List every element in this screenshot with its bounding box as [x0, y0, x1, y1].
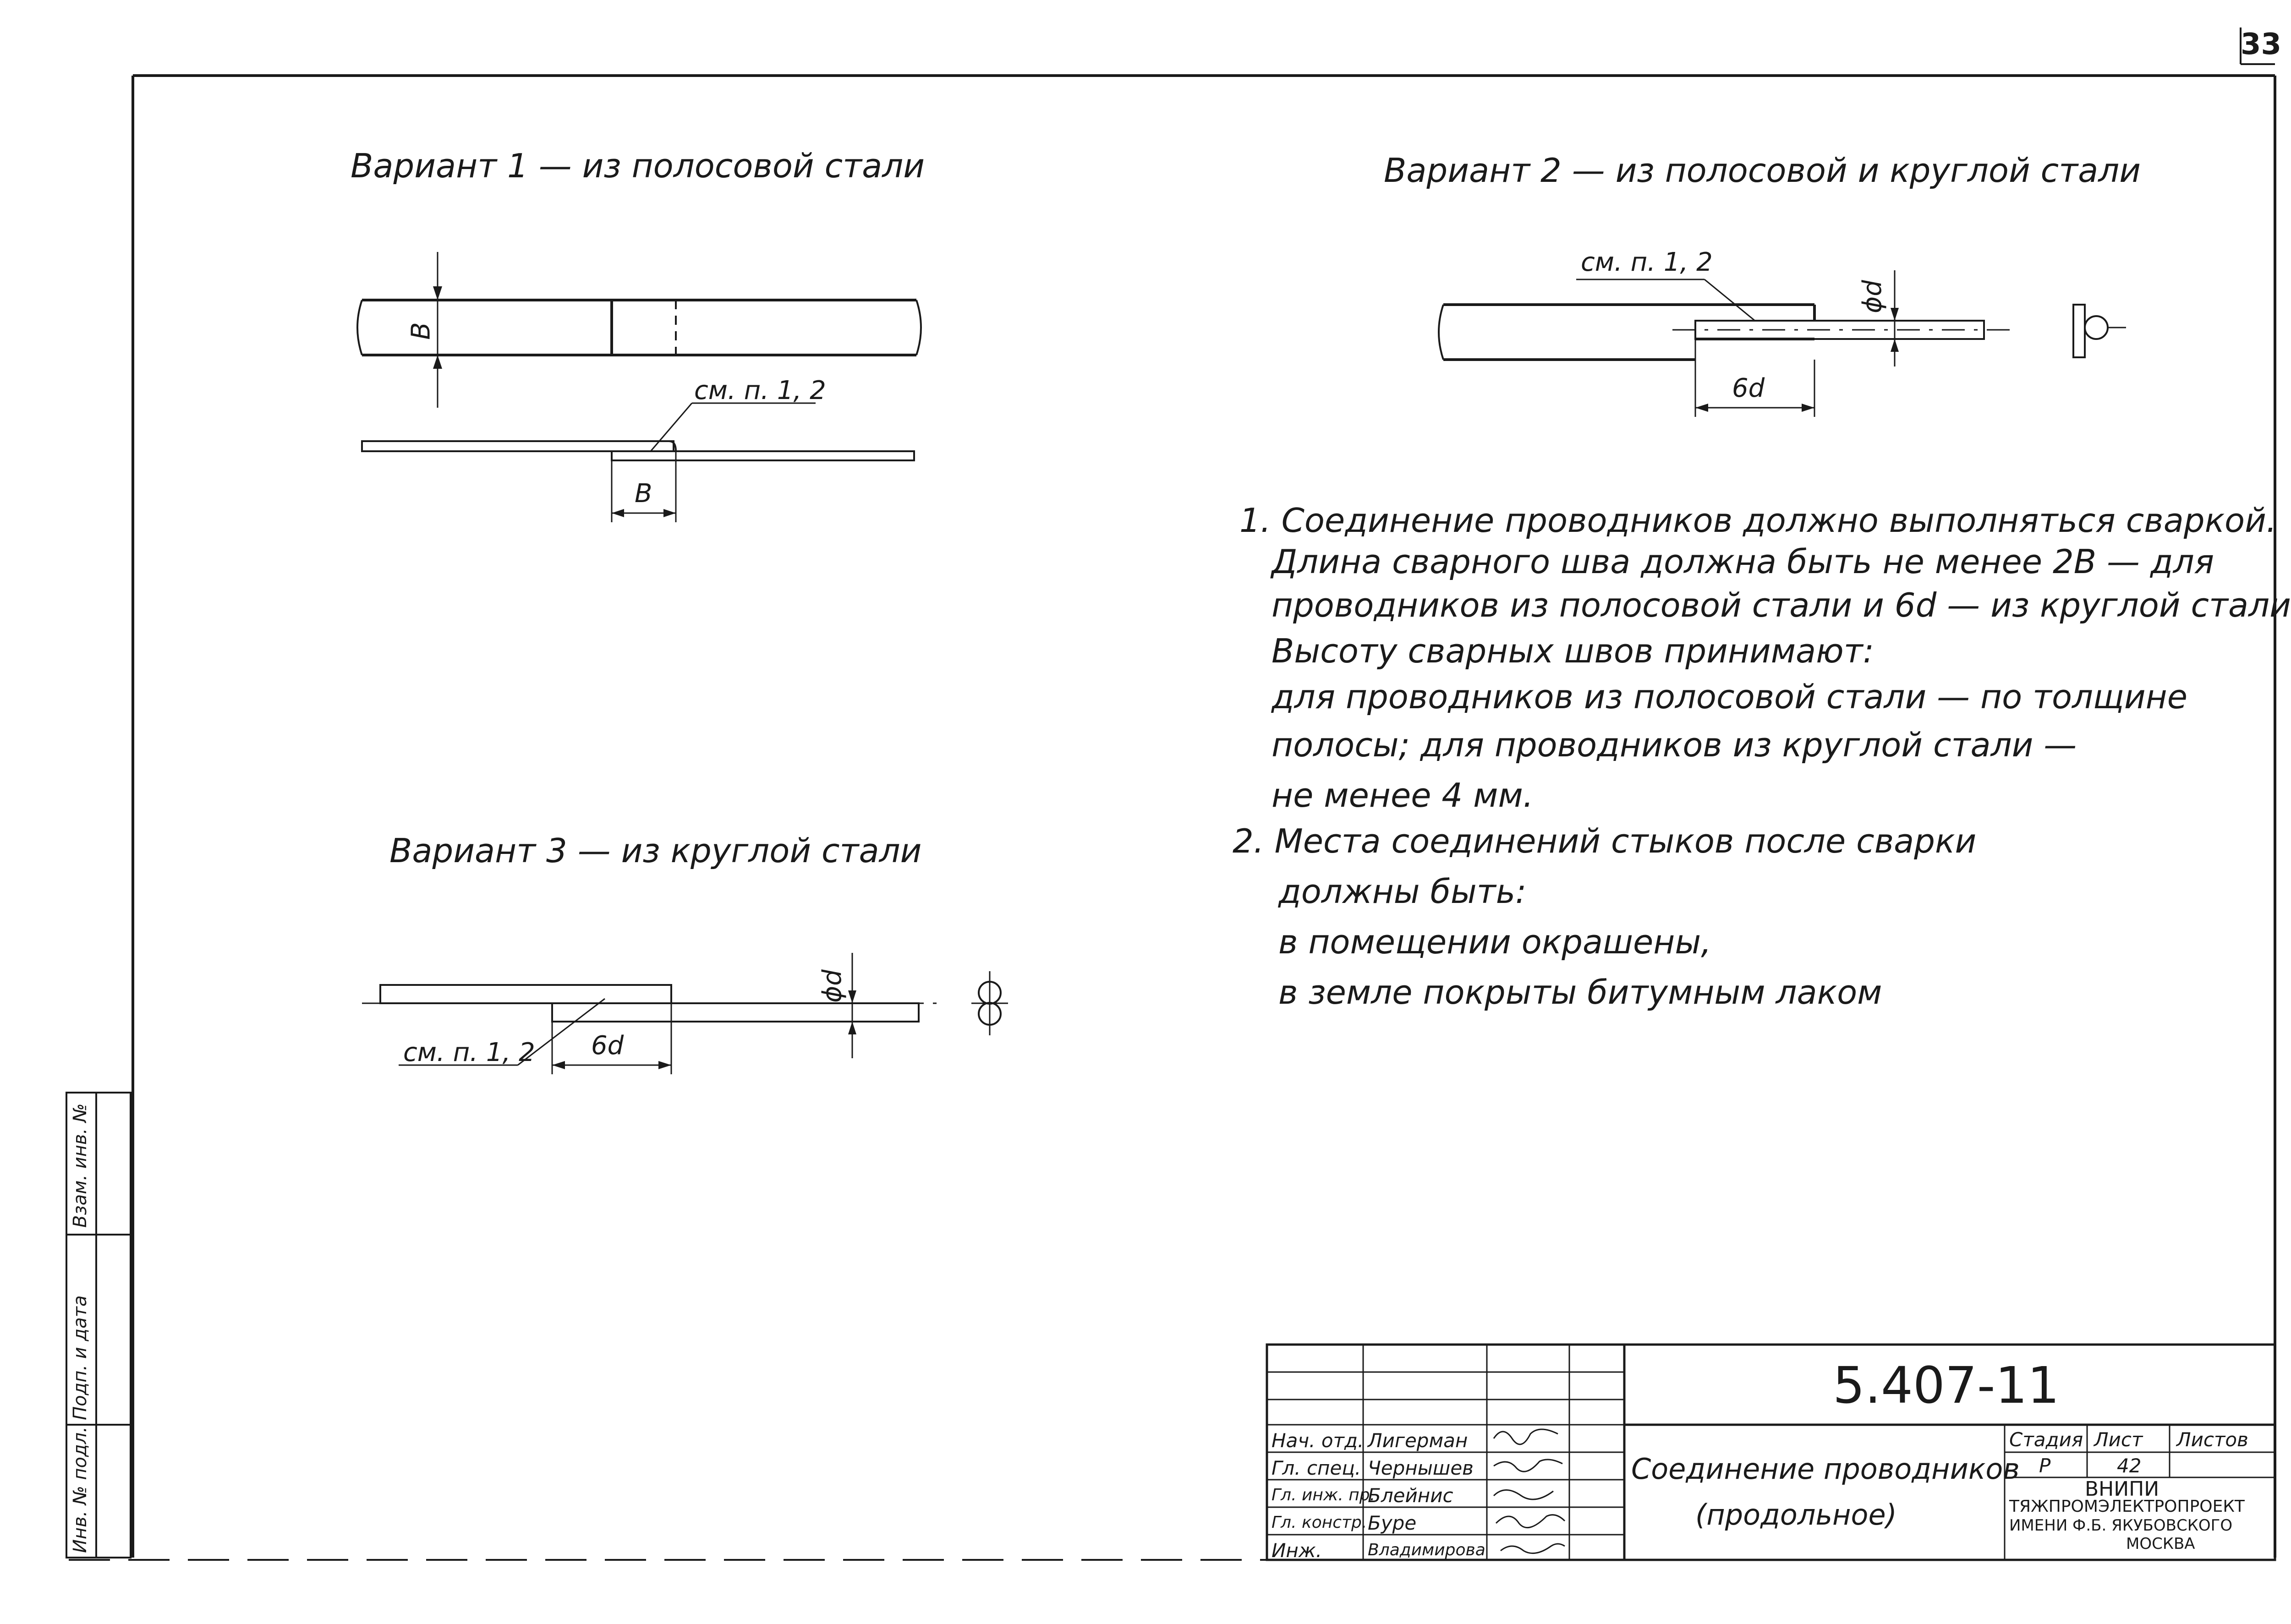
col-stage: Стадия	[2009, 1428, 2083, 1451]
org-line-4: МОСКВА	[2126, 1535, 2195, 1553]
note-line-1: 1. Соединение проводников должно выполня…	[1239, 501, 2277, 540]
role-4: Гл. констр.	[1272, 1513, 1367, 1532]
dim-d-v3: ϕd	[817, 969, 847, 1003]
stage-value: Р	[2039, 1454, 2051, 1477]
note-line-8: 2. Места соединений стыков после сварки	[1233, 822, 1977, 860]
variant2-drawing	[1438, 270, 2126, 417]
dim-6d-v2: 6d	[1732, 373, 1765, 403]
role-3: Гл. инж. пр.	[1272, 1486, 1376, 1504]
role-1: Нач. отд.	[1272, 1429, 1364, 1452]
drawing-title-line2: (продольное)	[1695, 1498, 1897, 1531]
sheet-corner-number: 33	[2241, 27, 2282, 61]
note-line-6: полосы; для проводников из круглой стали…	[1272, 726, 2077, 764]
drawing-title-line1: Соединение проводников	[1631, 1452, 2020, 1486]
name-1: Лигерман	[1368, 1429, 1468, 1452]
dim-d-v2: ϕd	[1857, 280, 1887, 313]
dim-b-vertical: В	[406, 322, 436, 340]
name-5: Владимирова	[1368, 1541, 1485, 1559]
note-line-10: в помещении окрашены,	[1278, 923, 1712, 961]
sidebar-podp-data: Подп. и дата	[70, 1295, 91, 1420]
signatures	[1493, 1428, 1566, 1554]
variant1-title: Вариант 1 — из полосовой стали	[351, 147, 925, 185]
ref-label-v1: см. п. 1, 2	[694, 376, 826, 405]
col-sheet: Лист	[2094, 1428, 2143, 1451]
org-line-2: ТЯЖПРОМЭЛЕКТРОПРОЕКТ	[2009, 1497, 2245, 1516]
doc-code: 5.407-11	[1833, 1356, 2060, 1415]
note-line-2: Длина сварного шва должна быть не менее …	[1272, 542, 2214, 581]
role-2: Гл. спец.	[1272, 1457, 1361, 1479]
note-line-3: проводников из полосовой стали и 6d — из…	[1272, 586, 2291, 624]
note-line-7: не менее 4 мм.	[1272, 776, 1534, 815]
note-line-4: Высоту сварных швов принимают:	[1272, 632, 1874, 670]
note-line-9: должны быть:	[1278, 872, 1527, 911]
ref-label-v2: см. п. 1, 2	[1581, 247, 1713, 277]
variant3-title: Вариант 3 — из круглой стали	[389, 831, 922, 870]
ref-label-v3: см. п. 1, 2	[403, 1038, 535, 1067]
col-sheets: Листов	[2176, 1428, 2248, 1451]
name-3: Блейнис	[1368, 1484, 1453, 1507]
name-2: Чернышев	[1368, 1457, 1474, 1479]
title-block-grid	[1266, 1343, 2276, 1561]
variant2-title: Вариант 2 — из полосовой и круглой стали	[1384, 151, 2141, 190]
variant3-drawing	[362, 953, 1008, 1074]
sidebar-vzam-inv: Взам. инв. №	[70, 1103, 91, 1228]
role-5: Инж.	[1272, 1539, 1322, 1562]
sheet-value: 42	[2117, 1454, 2142, 1477]
note-line-11: в земле покрыты битумным лаком	[1278, 973, 1882, 1012]
dim-b-horizontal: В	[635, 479, 652, 509]
dim-6d-v3: 6d	[591, 1031, 624, 1061]
name-4: Буре	[1368, 1512, 1417, 1534]
variant1-drawing	[356, 252, 922, 522]
org-line-1: ВНИПИ	[2085, 1477, 2159, 1501]
note-line-5: для проводников из полосовой стали — по …	[1272, 678, 2188, 716]
org-line-3: ИМЕНИ Ф.Б. ЯКУБОВСКОГО	[2009, 1516, 2233, 1535]
sidebar-box	[66, 1092, 132, 1558]
sidebar-inv-podl: Инв. № подл.	[70, 1427, 91, 1553]
